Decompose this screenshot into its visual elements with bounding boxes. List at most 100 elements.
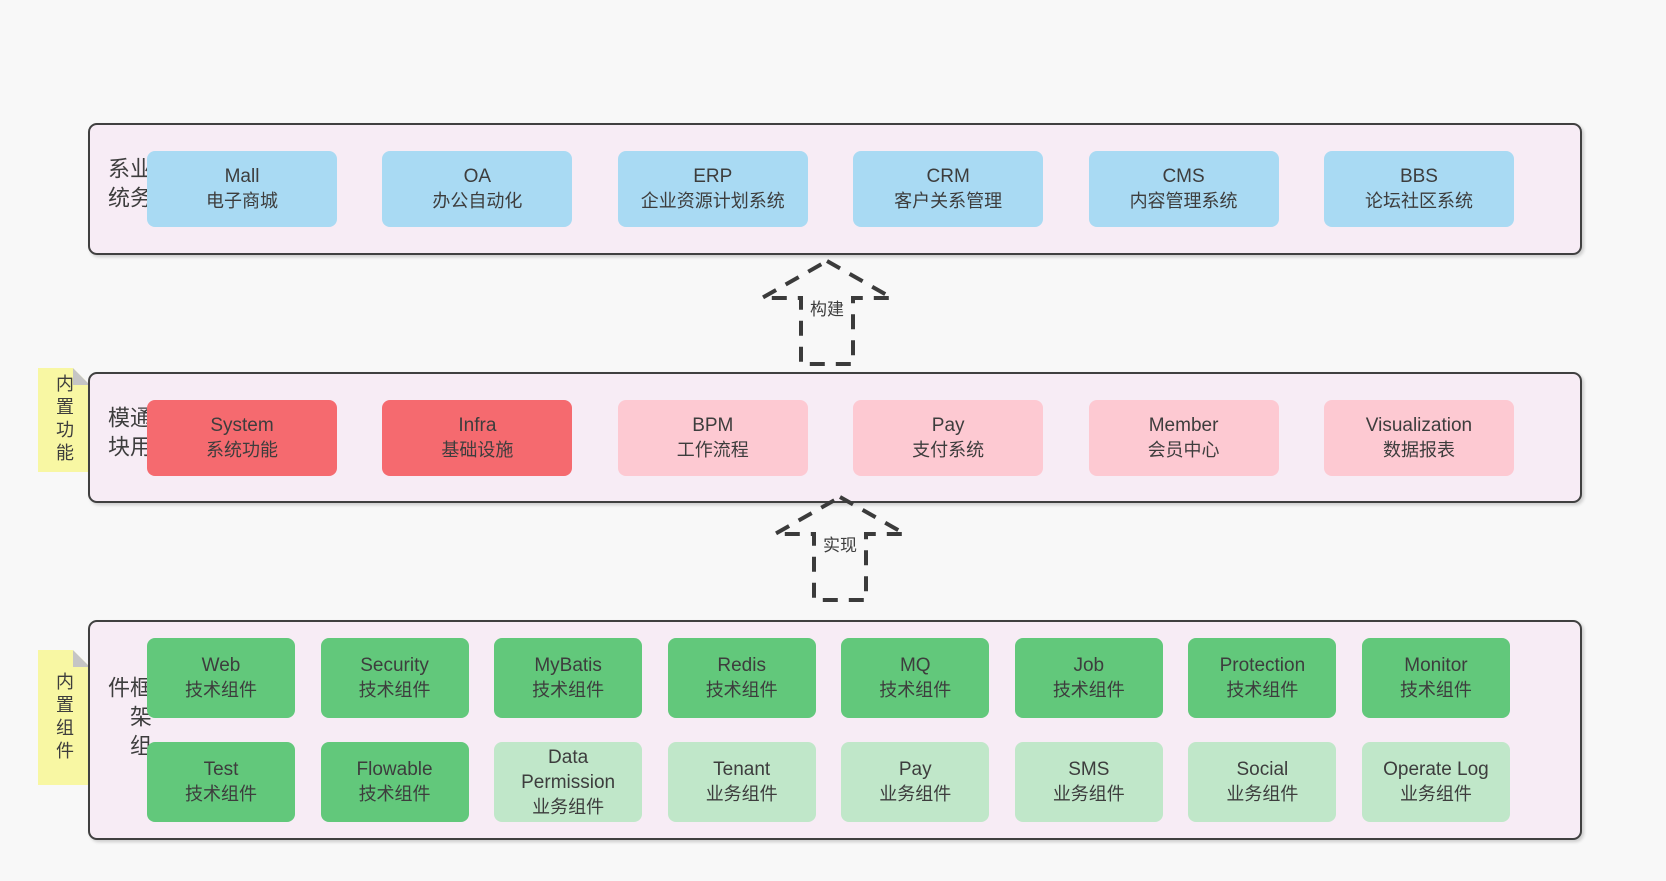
box-cms: CMS 内容管理系统 [1088, 151, 1279, 227]
box-desc: 技术组件 [185, 680, 257, 700]
box-desc: 数据报表 [1382, 439, 1455, 460]
box-desc: 业务组件 [705, 784, 778, 804]
box-name: Social [1236, 759, 1289, 780]
box-name: Operate Log [1383, 759, 1489, 780]
box-desc: 技术组件 [1399, 680, 1472, 700]
box-desc: 客户关系管理 [894, 191, 1003, 211]
box-desc: 工作流程 [676, 439, 749, 460]
box-desc: 业务组件 [879, 784, 952, 804]
box-monitor: Monitor 技术组件 [1361, 638, 1510, 718]
box-web: Web 技术组件 [147, 638, 295, 718]
box-desc: 基础设施 [441, 439, 514, 460]
box-name: Mall [224, 166, 260, 187]
sticky-note-label: 内置组件 [54, 671, 74, 764]
business-box-row: Mall 电子商城 OA 办公自动化 ERP 企业资源计划系统 CRM 客户关系… [90, 151, 1580, 227]
box-bpm: BPM 工作流程 [617, 399, 808, 476]
box-desc: 企业资源计划系统 [640, 191, 785, 211]
box-flowable: Flowable 技术组件 [320, 742, 469, 822]
box-system: System 系统功能 [147, 399, 337, 476]
box-desc: 业务组件 [532, 796, 605, 817]
panel-title-business-systems: 业务系统 [105, 157, 152, 215]
box-operate-log: Operate Log 业务组件 [1361, 742, 1510, 822]
module-box-row: System 系统功能 Infra 基础设施 BPM 工作流程 Pay 支付系统… [90, 399, 1580, 476]
up-arrow-icon [770, 494, 910, 602]
box-desc: 技术组件 [705, 680, 778, 700]
box-oa: OA 办公自动化 [382, 151, 573, 227]
box-name: Security [360, 655, 429, 676]
box-name: OA [463, 166, 492, 187]
box-desc: 技术组件 [1052, 680, 1125, 700]
panel-common-modules: 通用模块 System 系统功能 Infra 基础设施 BPM 工作流程 Pay… [88, 372, 1582, 503]
box-desc: 技术组件 [532, 680, 605, 700]
panel-business-systems: 业务系统 Mall 电子商城 OA 办公自动化 ERP 企业资源计划系统 CRM… [88, 123, 1582, 255]
box-name: Flowable [356, 759, 433, 780]
box-pay-component: Pay 业务组件 [841, 742, 990, 822]
box-desc: 技术组件 [185, 784, 257, 804]
box-test: Test 技术组件 [147, 742, 295, 822]
box-name: System [210, 414, 274, 436]
box-desc: 系统功能 [206, 439, 278, 460]
box-desc: 技术组件 [358, 680, 431, 700]
arrow-label-implement: 实现 [819, 530, 861, 557]
box-desc: 技术组件 [879, 680, 952, 700]
box-visualization: Visualization 数据报表 [1323, 399, 1514, 476]
box-social: Social 业务组件 [1188, 742, 1337, 822]
box-data-permission: Data Permission 业务组件 [494, 742, 643, 822]
sticky-note-builtin-functions: 内置功能 [38, 368, 90, 472]
box-desc: 办公自动化 [432, 191, 523, 211]
component-row-1: Web 技术组件 Security 技术组件 MyBatis 技术组件 Redi… [147, 638, 1510, 718]
box-sms: SMS 业务组件 [1014, 742, 1163, 822]
box-name: ERP [693, 166, 733, 187]
box-desc: 技术组件 [1226, 680, 1299, 700]
box-desc: 业务组件 [1226, 784, 1299, 804]
arrow-label-build: 构建 [806, 294, 848, 321]
box-name: BPM [692, 414, 734, 436]
component-row-2: Test 技术组件 Flowable 技术组件 Data Permission … [147, 742, 1510, 822]
panel-framework-components: 框架组件 Web 技术组件 Security 技术组件 MyBatis 技术组件… [88, 620, 1582, 840]
box-name: Job [1073, 655, 1105, 676]
box-member: Member 会员中心 [1088, 399, 1279, 476]
box-name: Web [201, 655, 241, 676]
box-tenant: Tenant 业务组件 [667, 742, 816, 822]
box-desc: 论坛社区系统 [1364, 191, 1473, 211]
box-name: Visualization [1365, 414, 1473, 436]
box-name: CRM [926, 166, 970, 187]
component-rows: Web 技术组件 Security 技术组件 MyBatis 技术组件 Redi… [90, 622, 1580, 838]
box-name: Redis [717, 655, 766, 676]
box-name: Tenant [713, 759, 771, 780]
box-desc: 业务组件 [1399, 784, 1472, 804]
box-desc: 技术组件 [358, 784, 431, 804]
box-mq: MQ 技术组件 [841, 638, 990, 718]
box-desc: 支付系统 [912, 439, 985, 460]
box-security: Security 技术组件 [320, 638, 469, 718]
box-name: CMS [1162, 166, 1205, 187]
box-name: Monitor [1404, 655, 1468, 676]
box-name: SMS [1068, 759, 1110, 780]
box-desc: 内容管理系统 [1129, 191, 1238, 211]
sticky-note-label: 内置功能 [54, 374, 74, 466]
sticky-note-builtin-components: 内置组件 [38, 650, 90, 785]
box-name: Protection [1219, 655, 1306, 676]
box-mybatis: MyBatis 技术组件 [494, 638, 643, 718]
box-name: Data Permission [521, 746, 616, 793]
box-name: BBS [1399, 166, 1438, 187]
box-job: Job 技术组件 [1014, 638, 1163, 718]
box-name: MQ [899, 655, 931, 676]
box-desc: 会员中心 [1147, 439, 1220, 460]
box-name: MyBatis [534, 655, 602, 676]
box-erp: ERP 企业资源计划系统 [617, 151, 808, 227]
box-name: Member [1148, 414, 1219, 436]
box-desc: 业务组件 [1052, 784, 1125, 804]
box-bbs: BBS 论坛社区系统 [1323, 151, 1514, 227]
box-crm: CRM 客户关系管理 [853, 151, 1044, 227]
dashed-up-arrow-build: 构建 [757, 256, 897, 368]
box-name: Pay [898, 759, 932, 780]
up-arrow-icon [757, 258, 897, 366]
box-name: Pay [931, 414, 965, 436]
box-mall: Mall 电子商城 [147, 151, 337, 227]
box-desc: 电子商城 [206, 191, 278, 211]
box-pay-system: Pay 支付系统 [853, 399, 1044, 476]
box-protection: Protection 技术组件 [1188, 638, 1337, 718]
box-redis: Redis 技术组件 [667, 638, 816, 718]
box-infra: Infra 基础设施 [382, 399, 573, 476]
